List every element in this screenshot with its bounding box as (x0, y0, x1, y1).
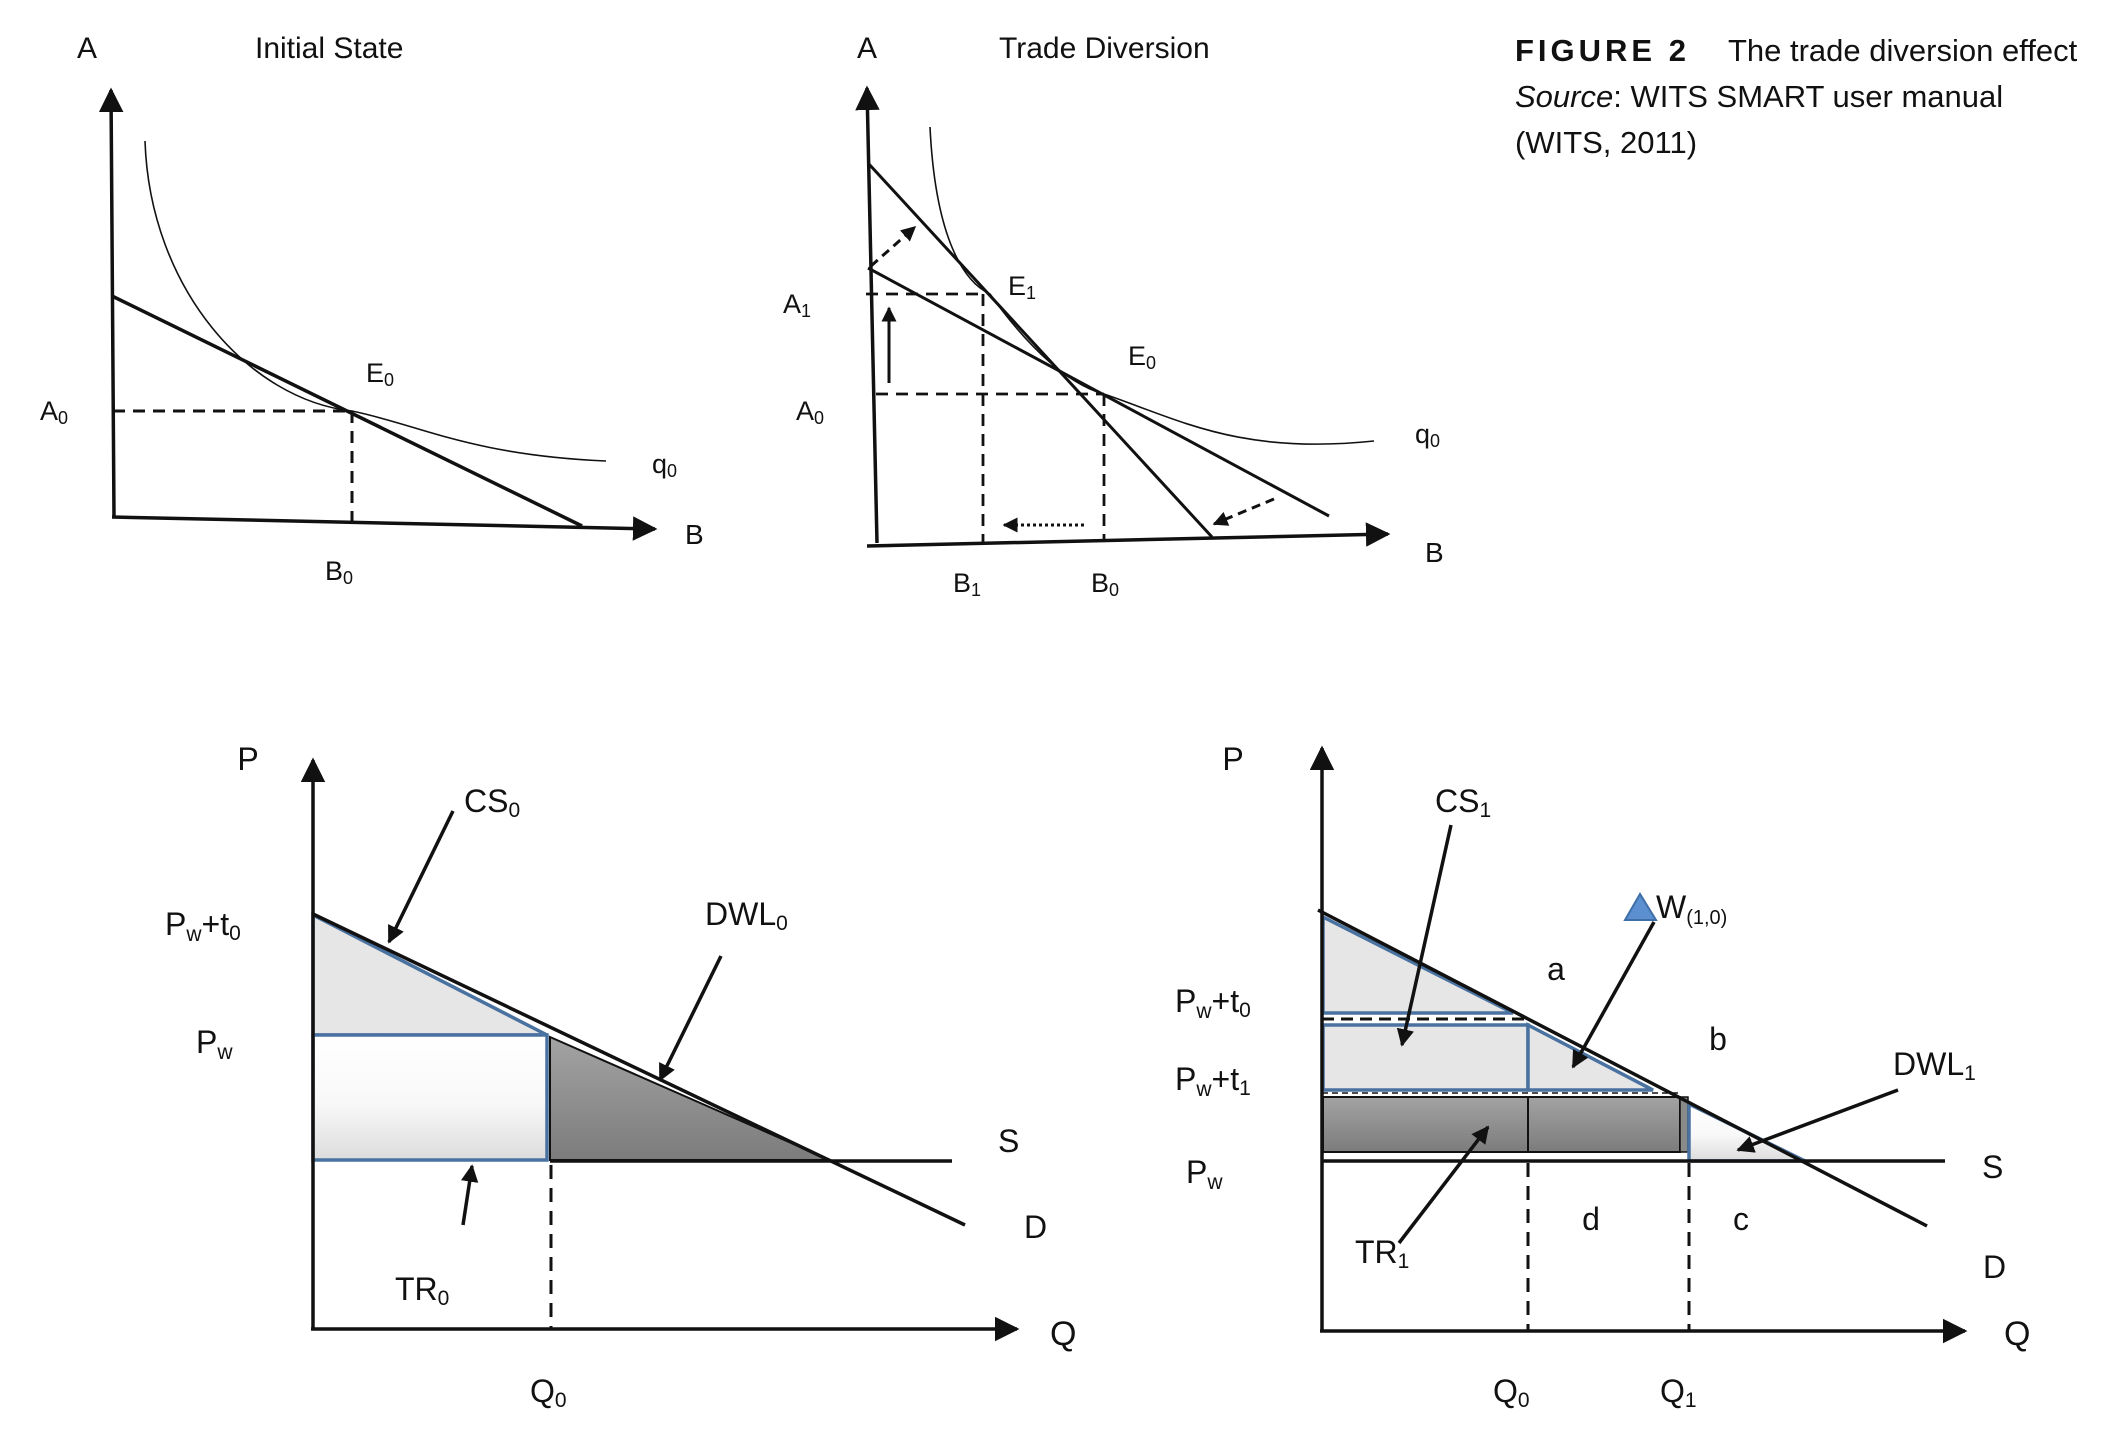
panel-title: Trade Diversion (999, 32, 1210, 65)
tick-label-q1: Q1 (1660, 1373, 1697, 1412)
tick-label-b1: B1 (953, 568, 981, 600)
region-label-d: d (1582, 1201, 1600, 1237)
tick-label-a1: A1 (783, 289, 811, 321)
figure-title: The trade diversion effect (1727, 33, 2078, 68)
curve-label-q0: q0 (652, 449, 677, 481)
label-dwl0: DWL0 (705, 896, 788, 935)
pointer-cs0-icon (387, 810, 455, 944)
y-axis-label: A (77, 32, 97, 65)
pointer-tr0-icon (460, 1164, 479, 1226)
indifference-curve-q0 (929, 126, 1375, 445)
y-axis-label: P (1222, 741, 1243, 777)
label-tr1: TR1 (1355, 1234, 1409, 1273)
figure-caption: FIGURE 2 The trade diversion effect Sourc… (1515, 28, 2077, 166)
tick-label-pw: Pw (196, 1024, 233, 1064)
y-axis-arrow-icon (855, 85, 880, 544)
demand-label: D (1983, 1249, 2006, 1285)
panel-title: Initial State (255, 32, 403, 65)
panel-trade-diversion: A Trade Diversion E1 E0 A1 A0 B1 B0 q0 B (783, 32, 1444, 600)
y-axis-label: P (237, 741, 258, 777)
x-axis-arrow-icon (111, 515, 658, 541)
region-label-a: a (1547, 951, 1565, 987)
equilibrium-label-e0: E0 (1128, 341, 1156, 373)
label-cs0: CS0 (464, 783, 520, 822)
area-cs0 (311, 912, 548, 1037)
tick-label-pw: Pw (1186, 1154, 1223, 1194)
label-dwl1: DWL1 (1893, 1046, 1976, 1085)
panel-initial-state: A Initial State E0 A0 B0 q0 B (40, 32, 704, 588)
pointer-dwl1-icon (1736, 1088, 1899, 1153)
tick-label-pw-t1: Pw+t1 (1175, 1061, 1251, 1101)
source-text: : WITS SMART user manual (1613, 79, 2004, 114)
source-citation: (WITS, 2011) (1515, 125, 1698, 160)
supply-label: S (1982, 1149, 2003, 1185)
tick-label-b0: B0 (1091, 568, 1119, 600)
region-label-c: c (1733, 1201, 1749, 1237)
label-cs1: CS1 (1435, 783, 1491, 822)
tick-label-q0: Q0 (1493, 1373, 1530, 1412)
tick-label-a0: A0 (796, 396, 824, 428)
caption-source-line: Source: WITS SMART user manual (1515, 74, 2077, 120)
tick-label-b0: B0 (325, 556, 353, 588)
pointer-tr1-icon (1397, 1125, 1490, 1245)
demand-label: D (1024, 1209, 1047, 1245)
welfare-triangle-icon (1623, 892, 1658, 921)
area-cs1-rect (1321, 1023, 1530, 1092)
budget-line-new (866, 161, 1214, 539)
caption-title-line: FIGURE 2 The trade diversion effect (1515, 28, 2077, 74)
pointer-dwl0-icon (658, 955, 723, 1082)
curve-label-q0: q0 (1415, 419, 1440, 451)
demand-curve (312, 912, 966, 1227)
pointer-w10-icon (1571, 921, 1656, 1069)
area-tr0 (311, 1033, 549, 1162)
x-axis-label: B (685, 519, 704, 550)
pivot-arrow-dashed-icon (870, 225, 917, 268)
area-welfare-w10 (1526, 1022, 1654, 1092)
indifference-curve-q0 (144, 140, 607, 462)
x-axis-arrow-icon (866, 522, 1391, 548)
source-label: Source (1515, 79, 1614, 114)
panel-tariff-before: P CS0 DWL0 TR0 Pw+t0 Pw S D Q0 Q (165, 741, 1076, 1412)
x-axis-label: Q (2004, 1315, 2030, 1353)
area-tr1-right (1527, 1096, 1681, 1153)
x-axis-label: Q (1050, 1315, 1076, 1353)
equilibrium-label-e0: E0 (366, 358, 394, 390)
label-w10: W(1,0) (1656, 889, 1727, 929)
equilibrium-label-e1: E1 (1008, 271, 1036, 303)
pointer-cs1-icon (1396, 824, 1453, 1047)
label-tr0: TR0 (395, 1271, 449, 1310)
pivot-arrow-dashed-icon (1212, 497, 1275, 526)
budget-line (111, 294, 583, 528)
region-label-b: b (1709, 1021, 1727, 1057)
supply-label: S (998, 1123, 1019, 1159)
tick-label-pw-t0: Pw+t0 (1175, 983, 1251, 1023)
y-axis-label: A (857, 32, 877, 65)
y-axis-arrow-icon (98, 87, 124, 518)
panel-tariff-after: P CS1 W(1,0) DWL1 TR1 a b c d (1175, 741, 2030, 1412)
tick-label-pw-t0: Pw+t0 (165, 906, 241, 946)
figure-number: FIGURE 2 (1515, 33, 1690, 68)
area-tr1-strip (1679, 1096, 1689, 1153)
tick-label-q0: Q0 (530, 1373, 567, 1412)
x-axis-label: B (1425, 537, 1444, 568)
tick-label-a0: A0 (40, 396, 68, 428)
budget-line-initial (867, 266, 1330, 518)
area-cs-top (1321, 914, 1514, 1015)
area-tr1-left (1322, 1096, 1529, 1153)
